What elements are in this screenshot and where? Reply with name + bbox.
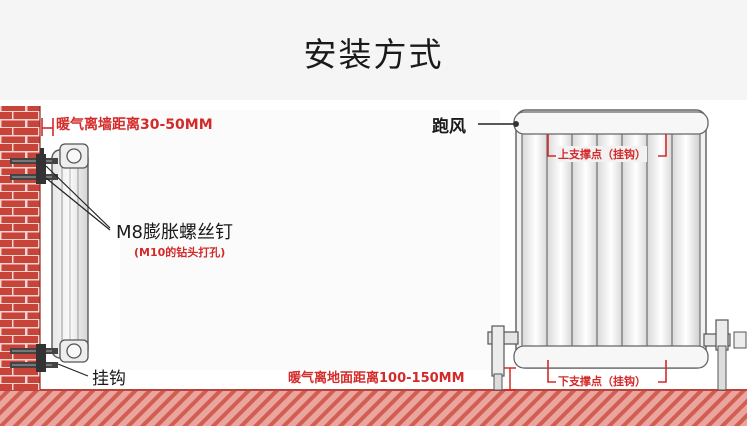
- bolt-label: M8膨胀螺丝钉: [116, 222, 233, 243]
- radiator-column: [646, 117, 676, 363]
- upper-support-label: 上支撑点（挂钩）: [557, 146, 647, 162]
- vent-label: 跑风: [432, 117, 466, 137]
- background-haze: [120, 110, 500, 370]
- right-valve: [703, 319, 747, 391]
- radiator-column: [521, 117, 551, 363]
- upper-support-marker: [547, 134, 667, 157]
- brick-wall: [0, 106, 40, 390]
- left-valve: [487, 325, 519, 391]
- upper-bracket: [10, 148, 58, 184]
- lower-support-marker: [547, 360, 667, 383]
- floor-distance-label: 暖气离地面距离100-150MM: [288, 371, 465, 386]
- wall-distance-marker: [41, 118, 54, 136]
- floor-distance-marker: [504, 367, 516, 391]
- hook-label: 挂钩: [92, 369, 126, 389]
- front-radiator: [513, 109, 709, 369]
- lower-bracket: [10, 344, 58, 372]
- vent-icon: [513, 121, 519, 127]
- radiator-column: [671, 117, 701, 363]
- bolt-leader-2: [45, 177, 111, 231]
- floor: [0, 390, 747, 426]
- hook-leader: [57, 363, 89, 377]
- drill-label: (M10的钻头打孔): [134, 246, 226, 259]
- side-radiator: [51, 143, 89, 363]
- wall-distance-label: 暖气离墙距离30-50MM: [56, 117, 213, 133]
- bolt-leader: [45, 165, 111, 229]
- lower-support-label: 下支撑点（挂钩）: [557, 373, 647, 389]
- page-title: 安装方式: [303, 35, 444, 74]
- title-band: [0, 0, 747, 100]
